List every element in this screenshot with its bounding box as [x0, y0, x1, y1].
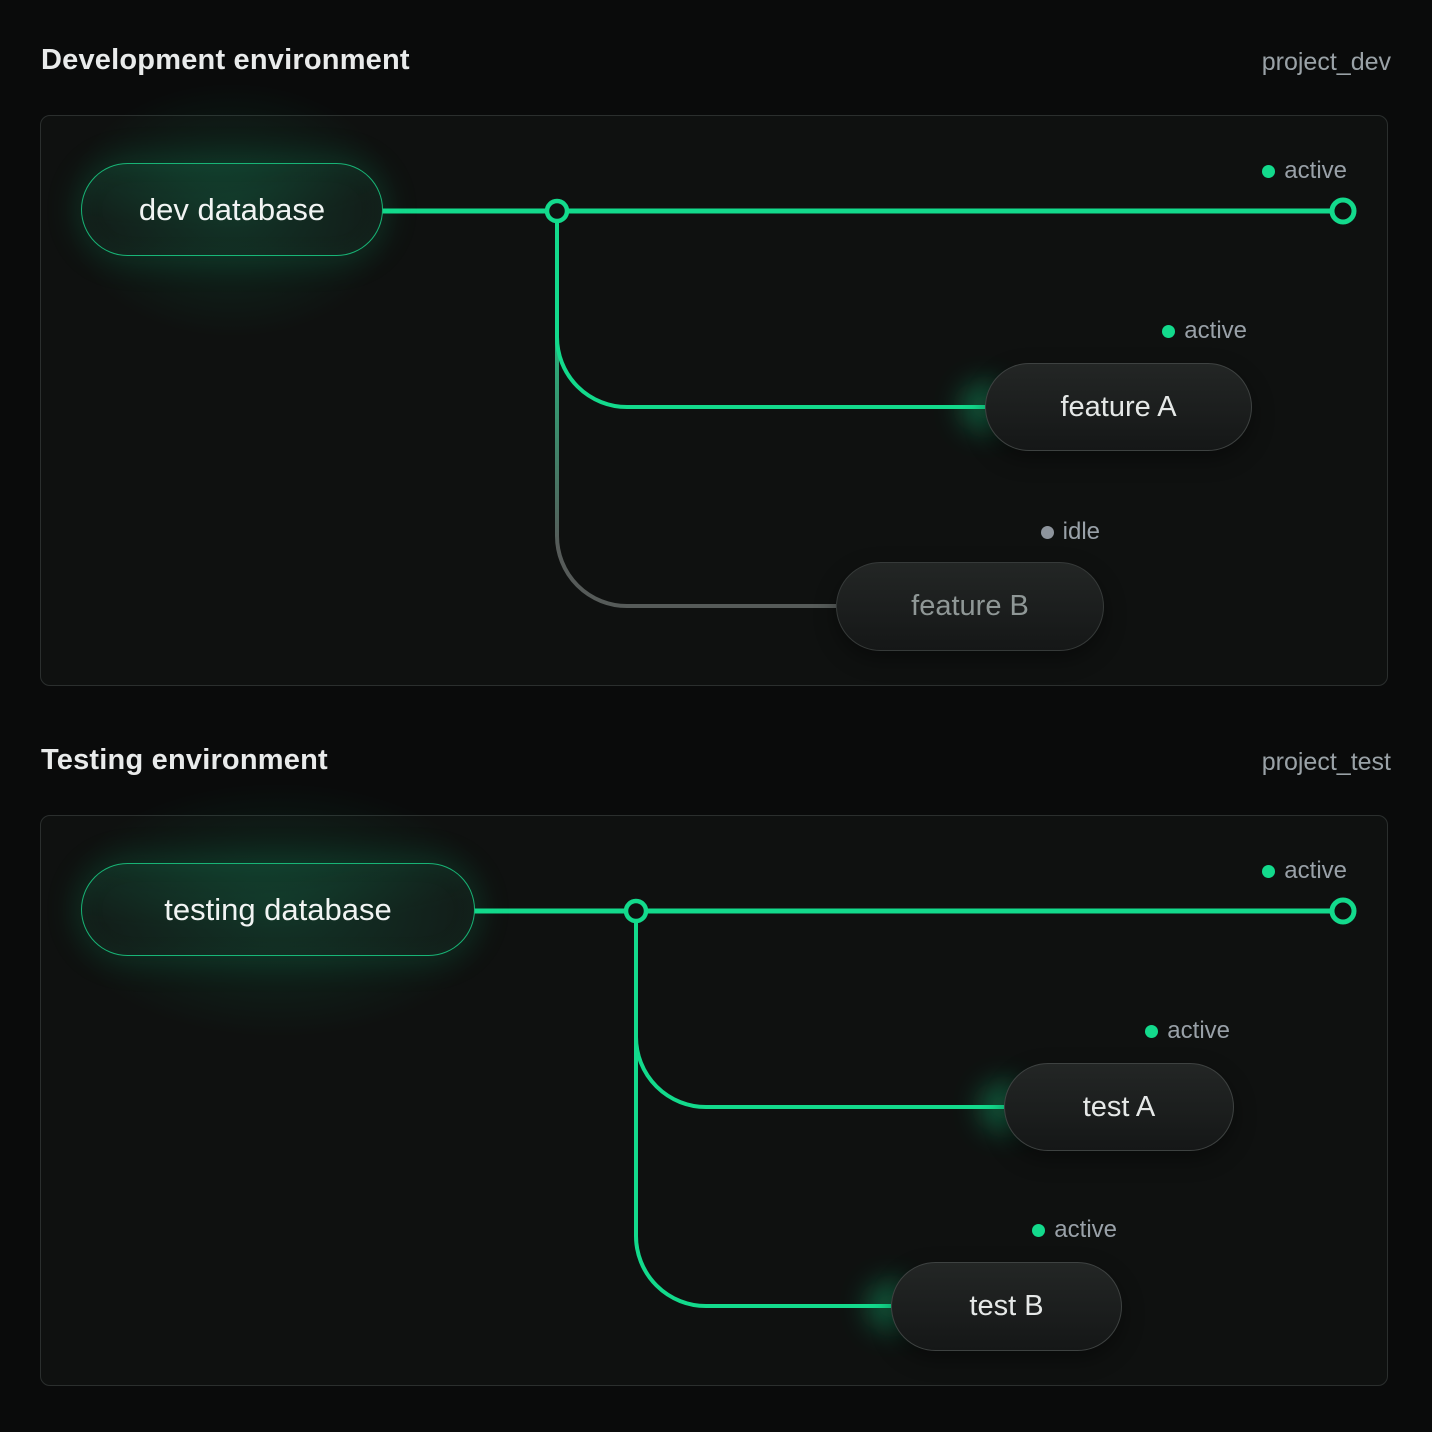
test-a-status: active [1145, 1017, 1230, 1045]
test-b-status: active [1032, 1216, 1117, 1244]
branch-line-feature-a [555, 220, 985, 409]
feature-a-status: active [1162, 317, 1247, 345]
feature-b-status: idle [1040, 518, 1100, 546]
feature-b-status-label: idle [1062, 518, 1100, 545]
feature-b-label: feature B [911, 590, 1029, 622]
test-a-label: test A [1082, 1090, 1156, 1123]
main-branch-status-label: active [1284, 857, 1347, 884]
active-status-dot-icon [1262, 164, 1276, 178]
branch-junction-node [544, 198, 570, 224]
idle-status-dot-icon [1040, 525, 1054, 539]
main-branch-status: active [1262, 157, 1347, 185]
feature-a-node[interactable]: feature A [985, 363, 1252, 451]
main-branch-endpoint-node [1329, 197, 1357, 225]
dev-project-label: project_dev [1261, 48, 1391, 76]
testing-environment-panel: testing database test A test B active ac… [0, 727, 1388, 1386]
test-b-label: test B [969, 1290, 1044, 1322]
feature-b-node[interactable]: feature B [836, 562, 1104, 651]
feature-a-status-label: active [1184, 317, 1247, 344]
testing-database-node[interactable]: testing database [0, 727, 592, 1092]
active-status-dot-icon [1145, 1024, 1159, 1038]
test-section-title: Testing environment [41, 744, 328, 776]
dev-database-label: dev database [138, 191, 326, 227]
testing-database-label: testing database [164, 891, 392, 927]
branch-line-feature-b [555, 220, 836, 608]
active-status-dot-icon [1162, 324, 1176, 338]
active-status-dot-icon [1032, 1223, 1046, 1237]
dev-database-node[interactable]: dev database [0, 27, 472, 392]
dev-section-title: Development environment [41, 44, 410, 76]
main-branch-status-label: active [1284, 157, 1347, 184]
active-status-dot-icon [1262, 864, 1276, 878]
test-a-node[interactable]: test A [1004, 1063, 1234, 1151]
test-b-node[interactable]: test B [891, 1262, 1122, 1351]
main-branch-endpoint-node [1329, 897, 1357, 925]
dev-environment-panel: dev database feature A feature B active … [0, 27, 1388, 686]
main-branch-status: active [1262, 857, 1347, 885]
branch-line-test-a [634, 920, 1004, 1109]
test-a-status-label: active [1167, 1017, 1230, 1044]
test-b-status-label: active [1054, 1216, 1117, 1243]
branch-junction-node [623, 898, 649, 924]
branch-line-test-b [634, 920, 891, 1308]
test-project-label: project_test [1261, 748, 1391, 776]
feature-a-label: feature A [1060, 390, 1177, 423]
